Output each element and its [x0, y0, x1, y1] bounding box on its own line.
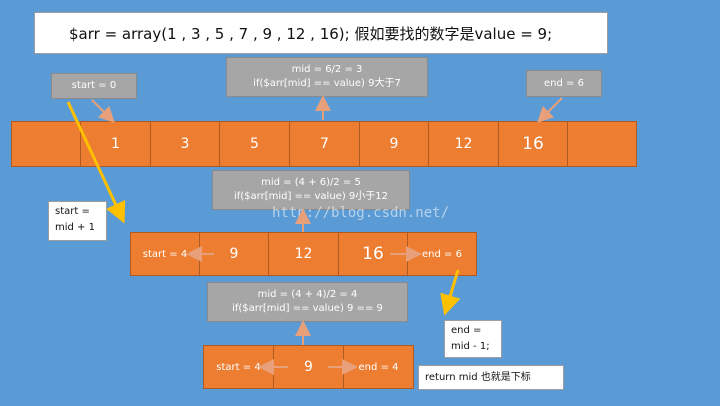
mid-formula: mid = 6/2 = 3 — [291, 64, 363, 75]
array-cell — [11, 121, 81, 167]
mid-comparison: if($arr[mid] == value) 9大于7 — [253, 78, 401, 89]
end-update-note: end = mid - 1; — [444, 320, 502, 358]
array-cell-mid: 7 — [289, 121, 360, 167]
mid-formula: mid = (4 + 4)/2 = 4 — [257, 289, 358, 300]
array-cell: 12 — [428, 121, 499, 167]
mid-formula: mid = (4 + 6)/2 = 5 — [261, 177, 361, 188]
move-end-arrow — [440, 269, 461, 316]
mid-box-step2: mid = (4 + 6)/2 = 5 if($arr[mid] == valu… — [212, 170, 410, 210]
mid-box-step1: mid = 6/2 = 3 if($arr[mid] == value) 9大于… — [226, 57, 428, 97]
start-update-note: start = mid + 1 — [48, 201, 107, 241]
end-pointer-arrow — [537, 97, 563, 123]
result-note: return mid 也就是下标 — [418, 365, 564, 390]
start-label: start = 0 — [71, 80, 117, 91]
array-cell: 3 — [150, 121, 220, 167]
start-pointer-arrow — [91, 99, 115, 123]
end-label: end = 6 — [544, 77, 584, 89]
title-text: $arr = array(1 , 3 , 5 , 7 , 9 , 12 , 16… — [69, 24, 553, 43]
array-cell — [567, 121, 637, 167]
watermark: http://blog.csdn.net/ — [272, 205, 450, 221]
start-box-step1: start = 0 — [51, 73, 137, 99]
move-start-arrow — [66, 101, 126, 224]
end-box-step1: end = 6 — [526, 70, 602, 97]
mid-comparison: if($arr[mid] == value) 9小于12 — [233, 191, 388, 202]
mid-comparison: if($arr[mid] == value) 9 == 9 — [232, 303, 383, 314]
title-box: $arr = array(1 , 3 , 5 , 7 , 9 , 12 , 16… — [34, 12, 608, 54]
array-cell-mid: 12 — [268, 232, 339, 276]
array-cell: 16 — [498, 121, 568, 167]
array-cell: 5 — [219, 121, 290, 167]
array-cell: 1 — [80, 121, 151, 167]
